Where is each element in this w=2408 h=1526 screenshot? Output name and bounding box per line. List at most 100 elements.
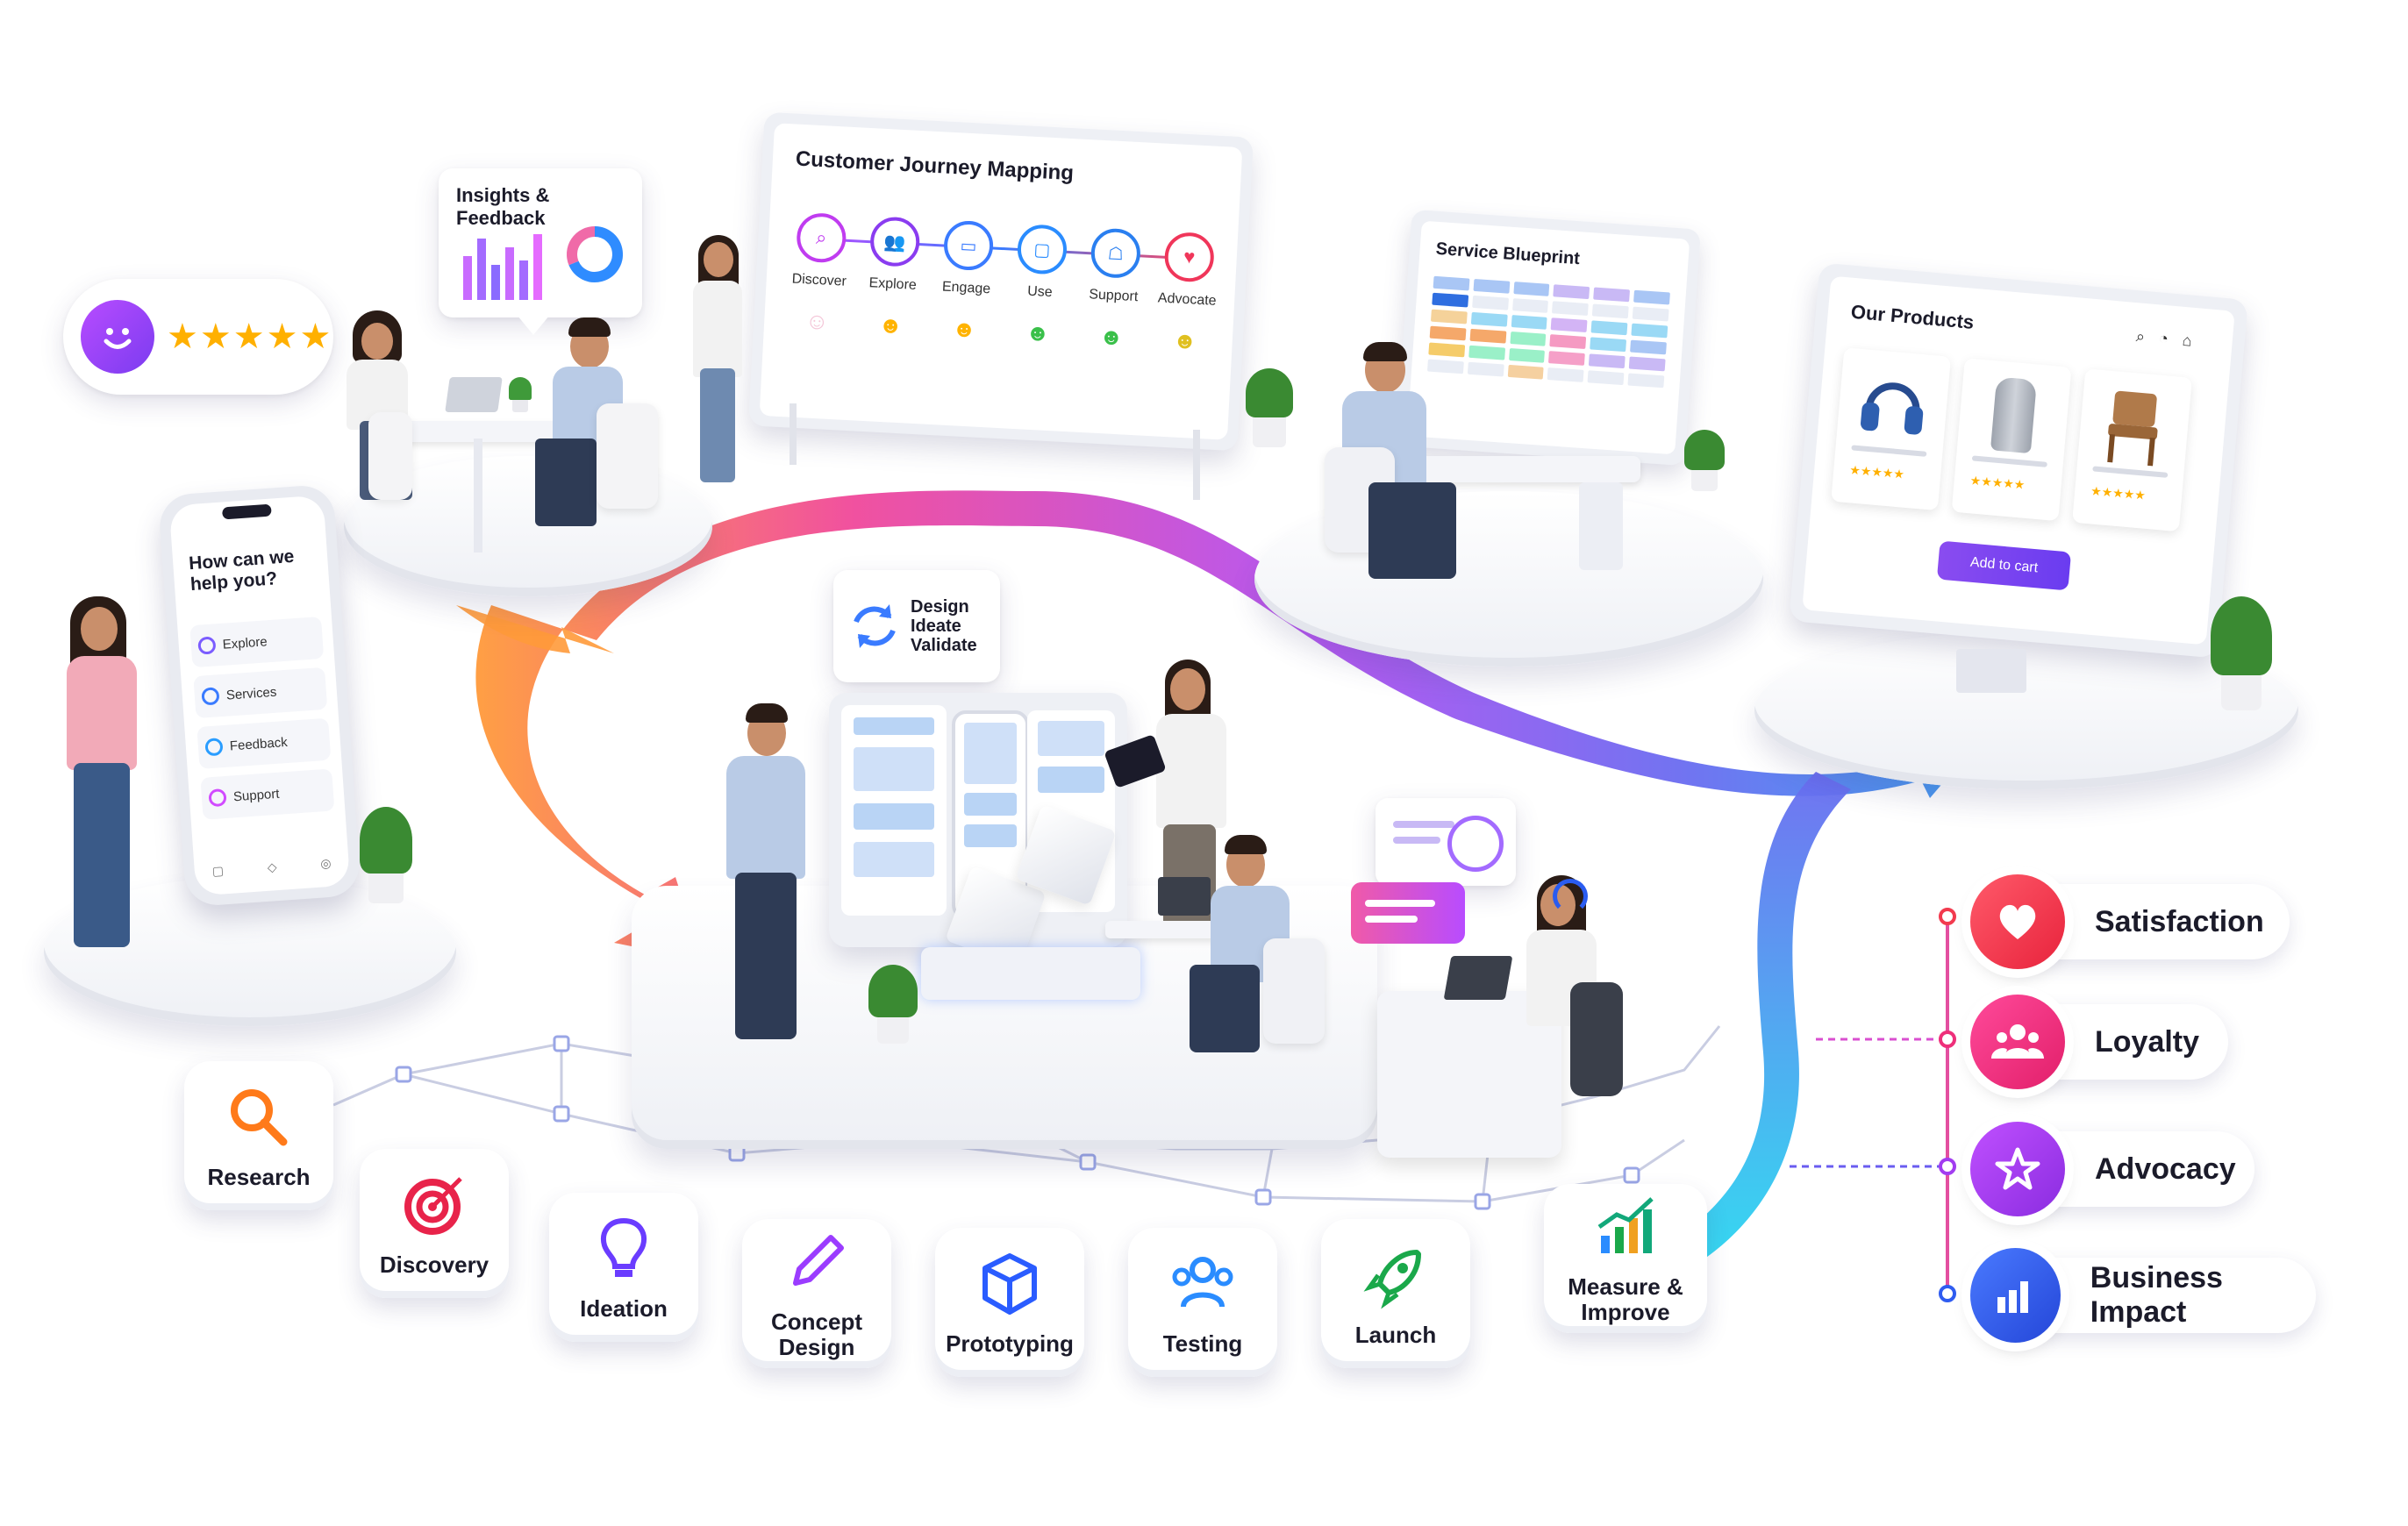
products-monitor: Our Products ⌕◔⌂ ★★★★★ ★★★★★ <box>1789 262 2248 659</box>
stage-discovery[interactable]: Discovery <box>360 1149 509 1298</box>
person-man-legs <box>535 439 597 526</box>
target-icon <box>404 1176 462 1235</box>
outcome-label: Business Impact <box>2090 1261 2223 1329</box>
chair <box>368 412 412 500</box>
five-star-rating: ★★★★★ <box>167 317 333 356</box>
outcome-label: Loyalty <box>2095 1024 2200 1059</box>
person-tester-hair <box>1225 835 1267 854</box>
plant-icon <box>868 965 918 1044</box>
person-presenter-top <box>693 281 742 377</box>
insights-card-title: Insights & Feedback <box>456 184 550 229</box>
wireframe-phone <box>952 710 1029 919</box>
headphones-icon <box>1861 382 1924 435</box>
chair <box>1263 938 1325 1044</box>
stage-measure-improve[interactable]: Measure & Improve <box>1544 1184 1707 1333</box>
stage-label: Measure & Improve <box>1568 1273 1683 1325</box>
stage-label: Discovery <box>379 1251 489 1278</box>
plant-icon <box>1684 430 1725 491</box>
plant-icon <box>360 807 412 903</box>
message-bubble <box>1351 882 1465 944</box>
bubble-line-design: Design <box>911 597 969 617</box>
product-card[interactable]: ★★★★★ <box>1831 347 1952 511</box>
person-phone-woman-sweater <box>67 656 137 770</box>
person-tablet-woman-jacket <box>1156 714 1226 828</box>
outcome-business-impact[interactable]: Business Impact <box>1970 1248 2316 1343</box>
prototype-pedestal <box>921 947 1140 1000</box>
insights-card-pointer <box>518 316 549 335</box>
wireframe-screen <box>841 705 947 916</box>
outcome-advocacy[interactable]: Advocacy <box>1970 1122 2254 1216</box>
stage-ideation[interactable]: Ideation <box>549 1193 698 1342</box>
chair-icon <box>2107 390 2158 467</box>
outcome-label: Advocacy <box>2095 1152 2236 1186</box>
products-platform <box>1754 631 2298 789</box>
plant-icon <box>2211 596 2272 710</box>
person-designer-shirt <box>726 756 805 879</box>
person-blueprint-legs <box>1368 482 1456 579</box>
stage-testing[interactable]: Testing <box>1128 1228 1277 1377</box>
stage-label: Prototyping <box>946 1330 1074 1357</box>
community-icon <box>1970 995 2065 1089</box>
product-grid: ★★★★★ ★★★★★ ★★★★★ <box>1831 347 2212 533</box>
person-presenter-head <box>704 242 733 277</box>
board-stand-leg <box>1193 430 1200 500</box>
design-ideate-validate-bubble: Design Ideate Validate <box>833 570 1000 682</box>
person-phone-woman-head <box>81 607 118 651</box>
board-stand-leg <box>790 403 797 465</box>
products-screen: Our Products ⌕◔⌂ ★★★★★ ★★★★★ <box>1802 275 2235 645</box>
headset-icon <box>1553 879 1588 914</box>
bar-chart-icon <box>1970 1248 2061 1343</box>
outcome-loyalty[interactable]: Loyalty <box>1970 995 2228 1089</box>
monitor-stand <box>1956 649 2026 693</box>
person-designer-legs <box>735 873 797 1039</box>
smiley-face-icon <box>81 300 154 374</box>
user-avatar-icon <box>1447 816 1504 872</box>
star-icon <box>1970 1122 2065 1216</box>
stage-concept-design[interactable]: Concept Design <box>742 1219 891 1368</box>
plant-icon <box>1246 368 1293 447</box>
rocket-icon <box>1363 1249 1421 1309</box>
stage-research[interactable]: Research <box>184 1061 333 1210</box>
person-blueprint-hair <box>1363 342 1407 361</box>
bar-chart-icon <box>463 226 623 300</box>
person-man-hair <box>568 317 611 337</box>
pencil-icon <box>793 1235 844 1287</box>
person-presenter-legs <box>700 368 735 482</box>
cube-icon <box>982 1252 1037 1315</box>
person-designer-hair <box>746 703 788 723</box>
stage-label: Concept Design <box>771 1309 862 1360</box>
office-chair <box>1570 982 1623 1096</box>
person-phone-woman-jeans <box>74 763 130 947</box>
stage-label: Research <box>207 1163 311 1190</box>
table-leg <box>474 439 482 553</box>
person-tester-legs <box>1190 965 1260 1052</box>
stage-label: Ideation <box>580 1294 668 1322</box>
bubble-line-validate: Validate <box>911 636 977 655</box>
laptop-icon <box>1158 877 1211 916</box>
insights-feedback-card: Insights & Feedback <box>439 168 642 317</box>
stage-prototyping[interactable]: Prototyping <box>935 1228 1084 1377</box>
plant-icon <box>509 377 532 412</box>
lightbulb-icon <box>601 1217 647 1277</box>
stage-label: Testing <box>1162 1330 1243 1357</box>
desk-drawer <box>1579 482 1623 570</box>
chair <box>597 403 658 509</box>
refresh-cycle-icon <box>854 604 896 648</box>
growth-chart-icon <box>1597 1197 1654 1254</box>
blueprint-desk <box>1395 456 1640 482</box>
users-icon <box>1172 1256 1233 1308</box>
product-card[interactable]: ★★★★★ <box>2072 368 2192 532</box>
person-tablet-woman-head <box>1170 668 1205 710</box>
outcome-satisfaction[interactable]: Satisfaction <box>1970 874 2290 969</box>
stage-label: Launch <box>1354 1321 1437 1348</box>
rating-bubble: ★★★★★ <box>63 279 333 395</box>
stage-launch[interactable]: Launch <box>1321 1219 1470 1368</box>
person-woman-face <box>361 323 393 360</box>
bubble-line-ideate: Ideate <box>911 617 961 636</box>
support-chat-bubble <box>1375 798 1516 886</box>
heart-icon <box>1970 874 2065 969</box>
magnifier-icon <box>231 1088 288 1146</box>
outcome-label: Satisfaction <box>2095 904 2264 938</box>
